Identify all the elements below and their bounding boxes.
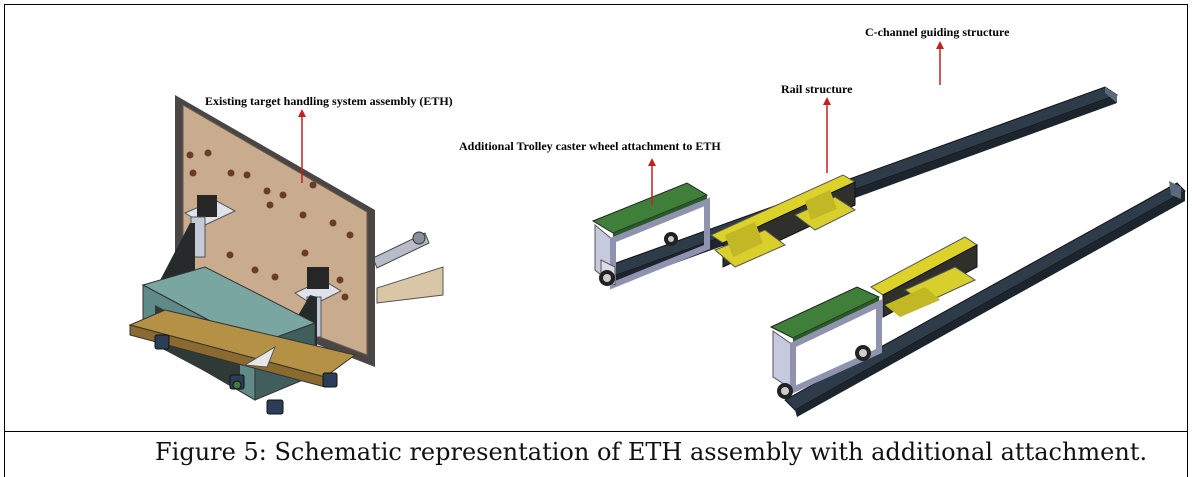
figure-caption: Figure 5: Schematic representation of ET… [155,438,1148,466]
plate-bolts [186,149,354,301]
figure-drawing: Existing target handling system assembly… [128,25,1186,417]
eth-assembly [128,95,444,415]
upper-rail-assembly [591,86,1119,290]
caption-row: Figure 5: Schematic representation of ET… [4,432,1188,477]
label-trolley: Additional Trolley caster wheel attachme… [459,139,721,153]
lower-trolley [769,286,882,399]
lower-rail-structure [870,236,978,318]
eth-motor-left [183,195,237,258]
lower-c-channel [784,181,1186,417]
eth-side-arm [372,231,444,304]
upper-trolley [591,182,710,290]
lower-rail-assembly [769,181,1186,417]
upper-rail-structure [709,174,857,268]
annotation-arrows [298,41,944,205]
eth-casters [154,334,338,415]
label-channel: C-channel guiding structure [865,25,1010,39]
label-eth: Existing target handling system assembly… [205,94,453,108]
eth-bottom-platform [128,309,357,388]
label-rail: Rail structure [781,82,853,96]
figure-panel: Existing target handling system assembly… [4,4,1188,432]
